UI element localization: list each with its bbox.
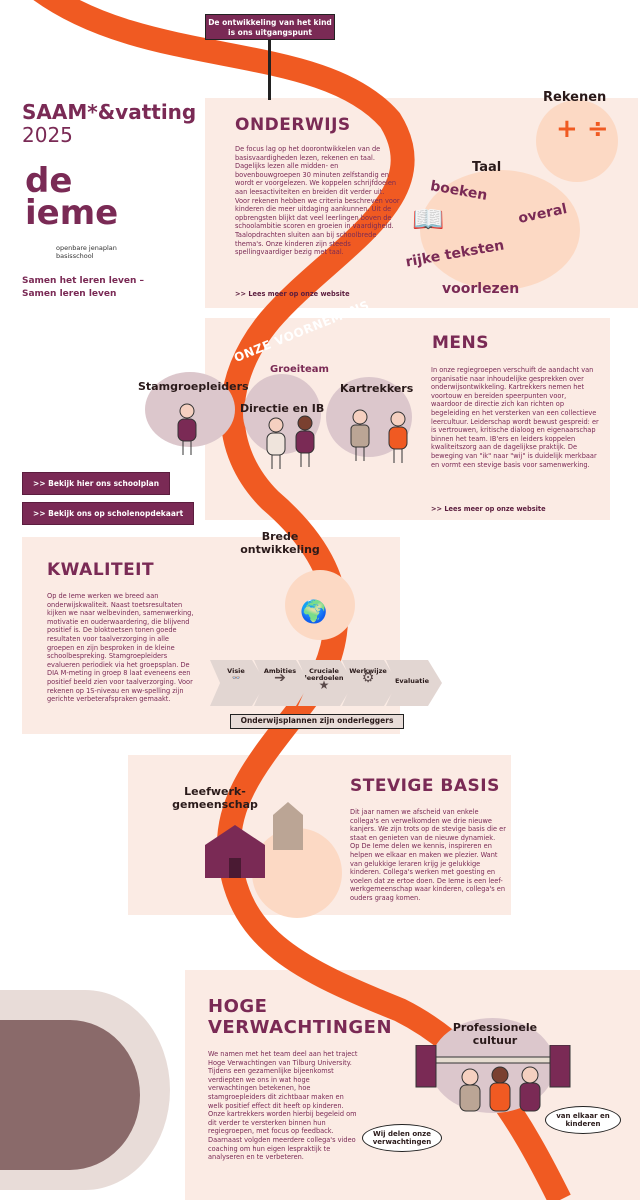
- kwaliteit-text: Op de Ieme werken we breed aan onderwijs…: [47, 592, 194, 704]
- tagline: Samen het leren leven – Samen leren leve…: [22, 276, 144, 299]
- groeiteam-label: Groeiteam: [270, 364, 329, 375]
- mens-text: In onze regiegroepen verschuift de aanda…: [431, 366, 599, 469]
- binoculars-icon: 👓: [231, 674, 241, 682]
- onderleggers-label: Onderwijsplannen zijn onderleggers: [230, 714, 404, 729]
- title: SAAM*&vatting: [22, 100, 197, 124]
- onderwijs-link[interactable]: >> Lees meer op onze website: [235, 290, 350, 298]
- stevige-text: Dit jaar namen we afscheid van enkele co…: [350, 808, 506, 902]
- hoge-text: We namen met het team deel aan het traje…: [208, 1050, 358, 1162]
- stevige-title: STEVIGE BASIS: [350, 776, 500, 796]
- leefwerk-label: Leefwerk-gemeenschap: [172, 785, 258, 811]
- word-voorlezen: voorlezen: [442, 281, 520, 297]
- people-illustration: [177, 403, 408, 469]
- brede-circle: [285, 570, 355, 640]
- arrow-icon: ➔: [274, 670, 286, 686]
- gear-icon: ⚙: [361, 670, 375, 686]
- onderwijs-text: De focus lag op het doorontwikkelen van …: [235, 145, 400, 257]
- book-icon: 📖: [412, 205, 445, 235]
- hoge-title: HOGE VERWACHTINGEN: [208, 996, 393, 1038]
- group-kartrekkers: Kartrekkers: [340, 382, 414, 395]
- word-rekenen: Rekenen: [543, 90, 607, 105]
- group-directie: Directie en IB: [240, 402, 325, 415]
- scholenopdekaart-button[interactable]: >> Bekijk ons op scholenopdekaart: [22, 502, 195, 525]
- year: 2025: [22, 123, 73, 147]
- group-stamgroepleiders: Stamgroepleiders: [138, 380, 249, 393]
- kwaliteit-title: KWALITEIT: [47, 560, 155, 580]
- houses-icon: [273, 802, 303, 850]
- taal-circle: [420, 170, 580, 290]
- math-icon: + ÷: [556, 114, 609, 144]
- banner: De ontwikkeling van het kind is ons uitg…: [205, 14, 335, 40]
- school-building-icon: [205, 825, 265, 878]
- logo: de ieme: [25, 161, 119, 233]
- schoolplan-button[interactable]: >> Bekijk hier ons schoolplan: [22, 472, 171, 495]
- star-icon: ★: [318, 678, 330, 692]
- globe-inner: [0, 1020, 140, 1170]
- banner-pole: [268, 40, 271, 100]
- brede-ontwikkeling-label: Brede ontwikkeling: [240, 530, 320, 556]
- word-taal: Taal: [472, 160, 502, 175]
- mens-link[interactable]: >> Lees meer op onze website: [431, 505, 546, 513]
- bubble-elkaar: van elkaar en kinderen: [545, 1106, 621, 1134]
- mens-title: MENS: [432, 333, 490, 353]
- onderwijs-title: ONDERWIJS: [235, 115, 351, 135]
- globe-icon: 🌍: [300, 600, 328, 625]
- logo-sub: openbare jenaplan basisschool: [56, 244, 117, 260]
- barbell-illustration: [415, 1045, 571, 1112]
- rekenen-circle: [536, 100, 618, 182]
- cultuur-label: Professionele cultuur: [452, 1021, 538, 1047]
- bubble-verwachtingen: Wij delen onze verwachtingen: [362, 1124, 442, 1152]
